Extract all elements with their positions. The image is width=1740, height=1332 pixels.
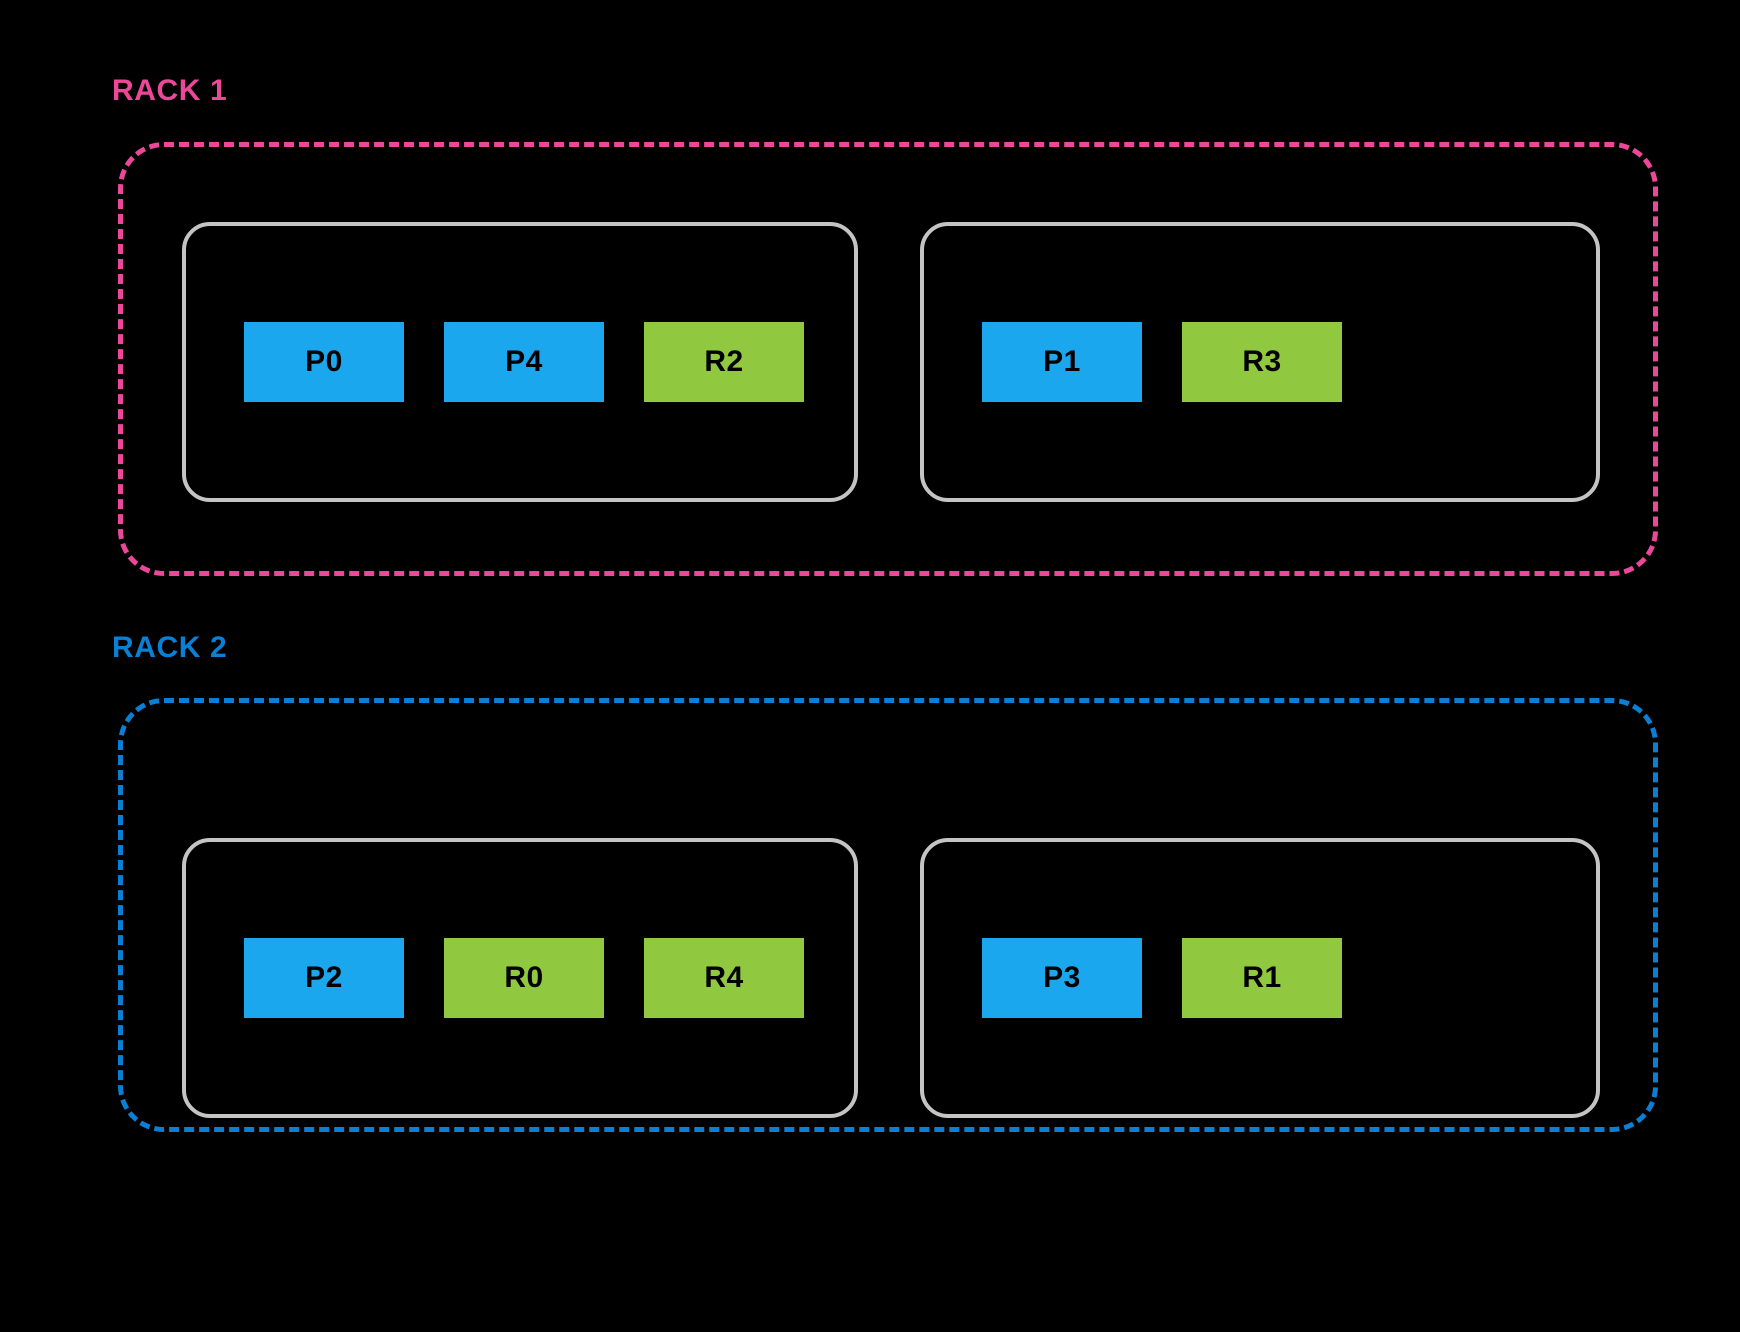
block-r0[interactable]: R0	[444, 938, 604, 1018]
block-p0[interactable]: P0	[244, 322, 404, 402]
rack-2-boundary	[118, 698, 1658, 1132]
rack-1-node-a: P0 P4 R2	[182, 222, 858, 502]
rack-2-node-a: P2 R0 R4	[182, 838, 858, 1118]
rack-2-node-b-blocks: P3 R1	[924, 842, 1596, 1114]
block-p1[interactable]: P1	[982, 322, 1142, 402]
block-p3[interactable]: P3	[982, 938, 1142, 1018]
block-r3[interactable]: R3	[1182, 322, 1342, 402]
block-r4[interactable]: R4	[644, 938, 804, 1018]
block-p4[interactable]: P4	[444, 322, 604, 402]
block-r2[interactable]: R2	[644, 322, 804, 402]
rack-2-node-a-blocks: P2 R0 R4	[186, 842, 854, 1114]
block-p2[interactable]: P2	[244, 938, 404, 1018]
block-r1[interactable]: R1	[1182, 938, 1342, 1018]
rack-1-node-a-blocks: P0 P4 R2	[186, 226, 854, 498]
rack-1-boundary	[118, 142, 1658, 576]
rack-2-node-b: P3 R1	[920, 838, 1600, 1118]
rack-2-label: RACK 2	[112, 631, 228, 664]
rack-1-node-b: P1 R3	[920, 222, 1600, 502]
rack-1-node-b-blocks: P1 R3	[924, 226, 1596, 498]
rack-1-label: RACK 1	[112, 74, 228, 107]
